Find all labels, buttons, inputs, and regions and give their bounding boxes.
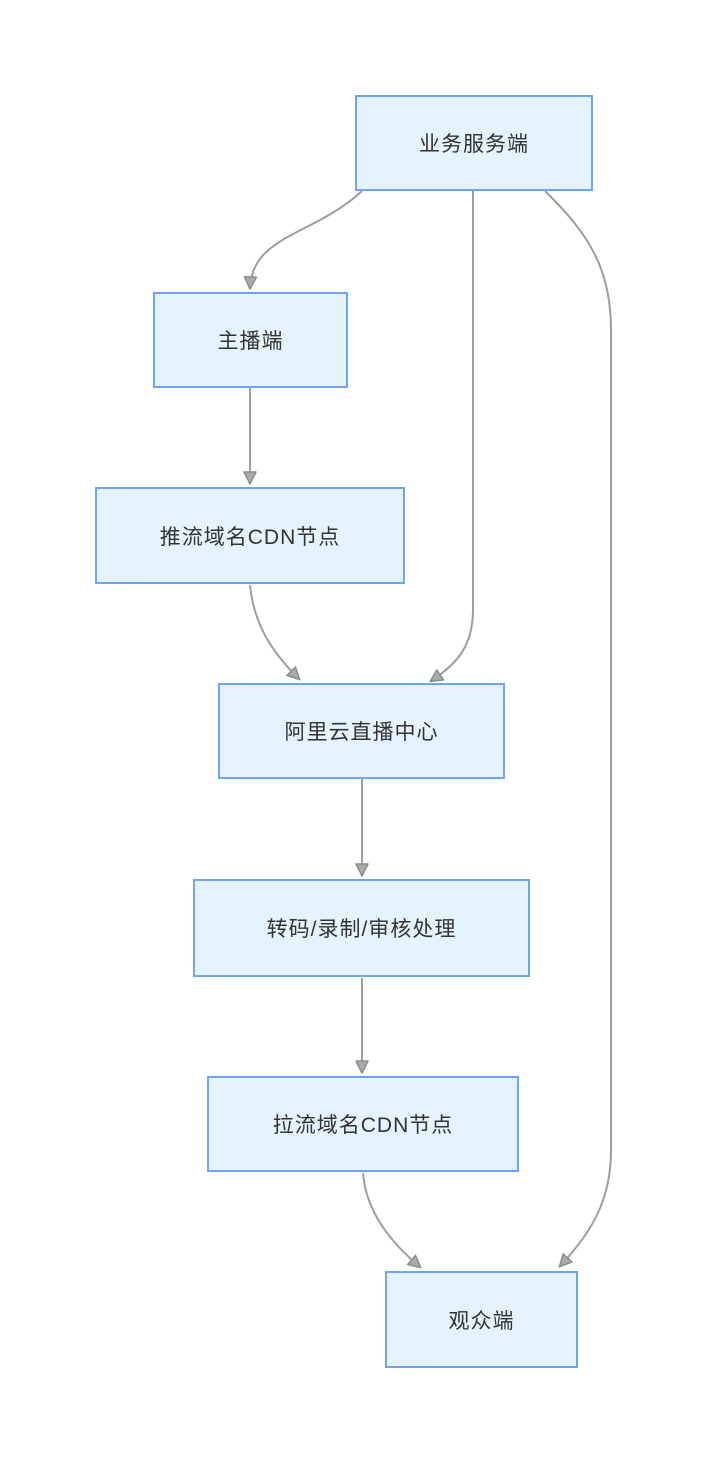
edge-business-server-to-live-center — [429, 191, 474, 683]
node-processing-label: 转码/录制/审核处理 — [266, 918, 457, 941]
edge-business-server-to-anchor-client — [243, 190, 363, 290]
edge-push-cdn-node-to-live-center — [249, 584, 301, 681]
edge-pull-cdn-node-to-viewer-client — [362, 1172, 422, 1269]
node-live-center[interactable]: 阿里云直播中心 — [218, 683, 505, 779]
node-viewer-client[interactable]: 观众端 — [385, 1271, 578, 1368]
node-push-cdn-node-label: 推流域名CDN节点 — [159, 525, 341, 549]
node-anchor-client[interactable]: 主播端 — [153, 292, 348, 388]
node-live-center-label: 阿里云直播中心 — [284, 721, 439, 744]
node-processing[interactable]: 转码/录制/审核处理 — [193, 879, 530, 977]
node-business-server-label: 业务服务端 — [419, 133, 529, 156]
edge-business-server-to-viewer-client — [544, 190, 612, 1268]
node-viewer-client-label: 观众端 — [448, 1309, 515, 1333]
node-business-server[interactable]: 业务服务端 — [355, 95, 593, 191]
node-anchor-client-label: 主播端 — [217, 330, 284, 353]
node-push-cdn-node[interactable]: 推流域名CDN节点 — [95, 487, 405, 584]
node-pull-cdn-node[interactable]: 拉流域名CDN节点 — [207, 1076, 519, 1172]
node-pull-cdn-node-label: 拉流域名CDN节点 — [272, 1114, 454, 1137]
